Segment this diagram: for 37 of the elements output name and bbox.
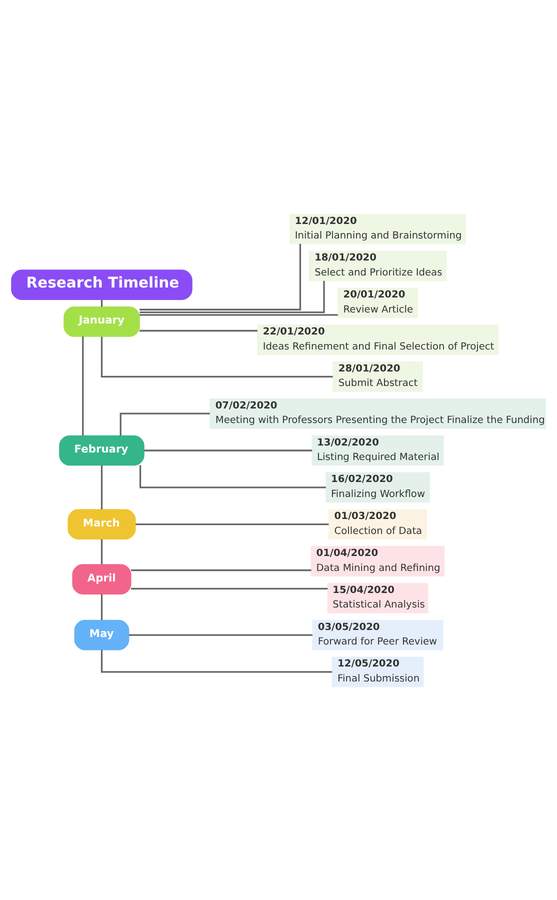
connector	[128, 634, 312, 636]
connector	[100, 538, 103, 564]
connector	[120, 412, 210, 436]
node-box: 16/02/2020 Finalizing Workflow	[326, 472, 430, 502]
node-box: 18/01/2020 Select and Prioritize Ideas	[308, 250, 447, 281]
node-box: January	[64, 306, 140, 336]
node-box: 01/03/2020 Collection of Data	[328, 508, 427, 539]
connector	[139, 464, 326, 488]
connector	[100, 594, 103, 620]
connector	[140, 329, 258, 332]
node-box: 15/04/2020 Statistical Analysis	[327, 582, 428, 613]
node-box: March	[68, 508, 136, 539]
connector	[100, 299, 103, 306]
node-box: 13/02/2020 Listing Required Material	[312, 434, 444, 466]
node-box: Research Timeline	[11, 269, 192, 300]
connector	[131, 568, 312, 571]
node-box: 03/05/2020 Forward for Peer Review	[312, 619, 444, 650]
node-box: April	[72, 564, 132, 594]
connector	[100, 336, 333, 377]
connector	[144, 449, 312, 451]
node-box: 12/05/2020 Final Submission	[332, 656, 424, 687]
connector	[136, 523, 329, 525]
node-box: 28/01/2020 Submit Abstract	[332, 361, 423, 392]
node-box: 12/01/2020 Initial Planning and Brainstorming	[290, 213, 466, 244]
node-box: 01/04/2020 Data Mining and Refining	[310, 546, 445, 576]
node-box: May	[74, 619, 130, 650]
node-box: 22/01/2020 Ideas Refinement and Final Selection of Project	[257, 324, 498, 354]
connector	[82, 336, 84, 435]
connector	[100, 649, 332, 672]
connector	[140, 243, 302, 310]
node-box: 07/02/2020 Meeting with Professors Presenting the Project Finalize the Funding	[210, 398, 546, 428]
connector	[140, 314, 338, 316]
connector	[140, 280, 325, 313]
connector	[131, 587, 328, 590]
node-box: 20/01/2020 Review Article	[338, 287, 418, 318]
connector	[100, 464, 103, 509]
node-box: February	[59, 434, 144, 466]
